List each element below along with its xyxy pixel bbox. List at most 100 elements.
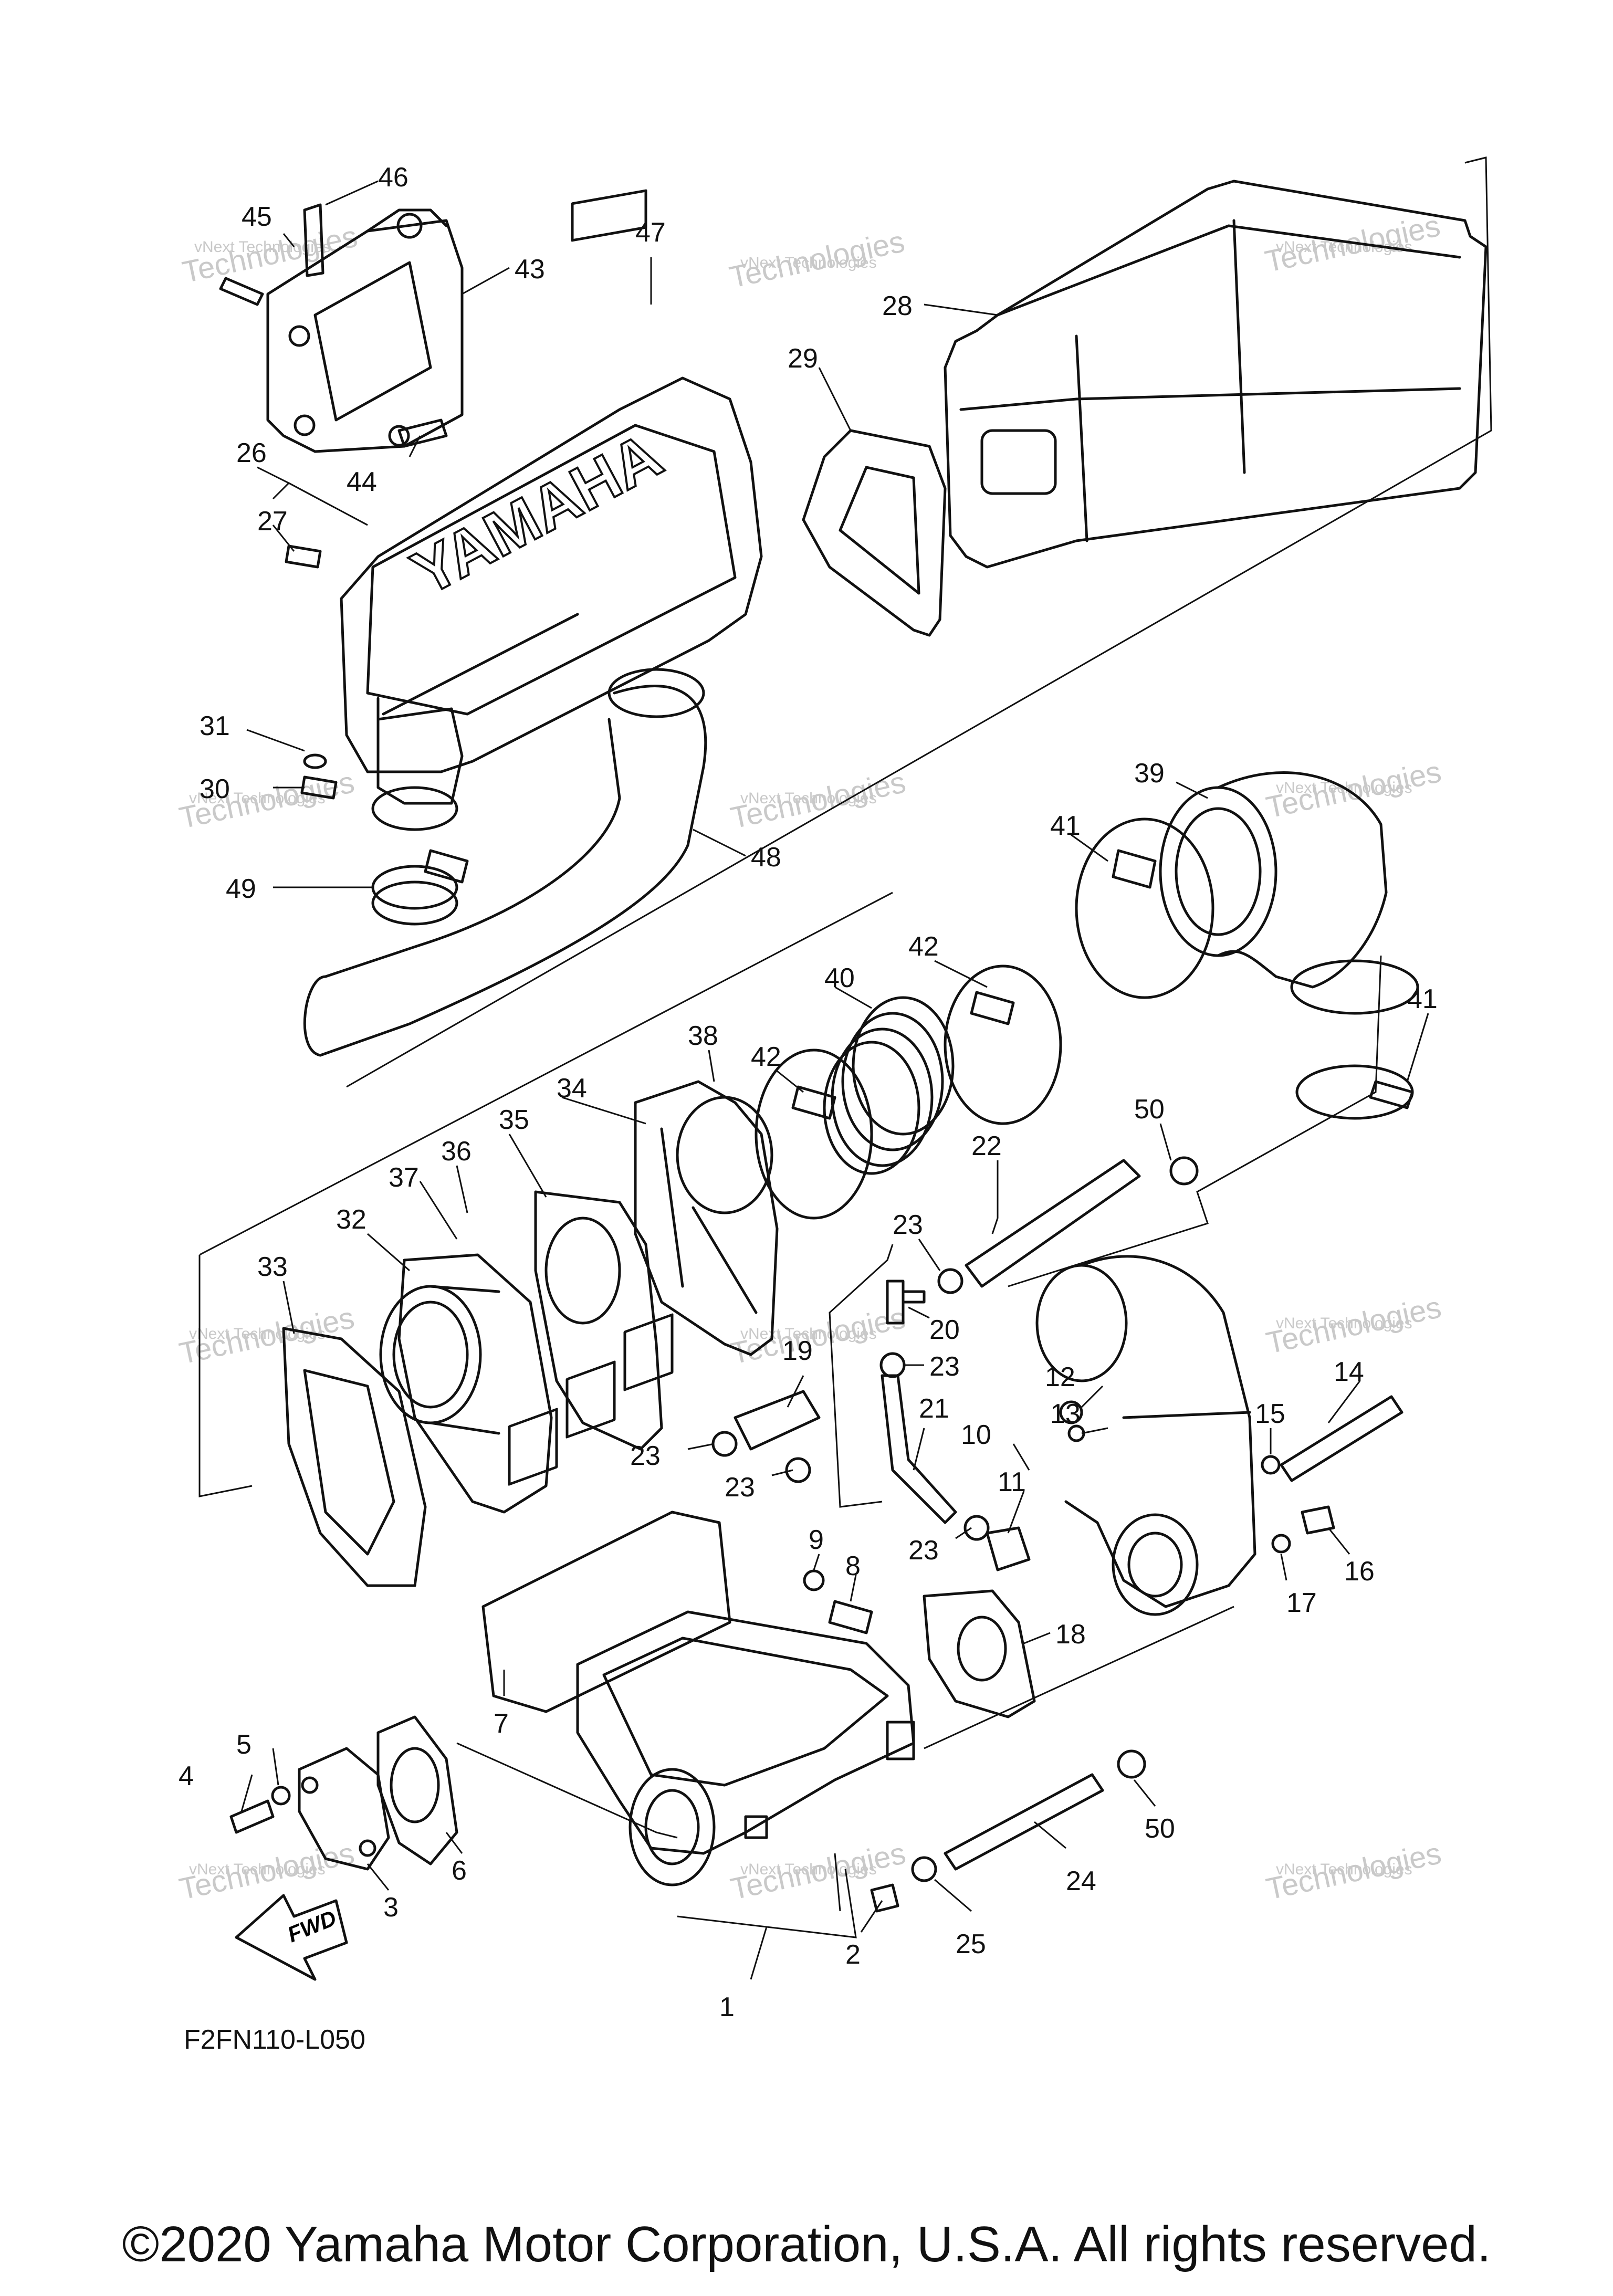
- part-2-bolt: [870, 1883, 899, 1913]
- watermark-big: Technologies: [1263, 754, 1444, 825]
- part-20-fitting: [886, 1280, 926, 1325]
- callout-10: 10: [961, 1420, 991, 1450]
- part-1-exhaust-manifold: [576, 1610, 915, 1886]
- part-23-clamp: [785, 1457, 811, 1483]
- callout-8: 8: [845, 1551, 861, 1581]
- part-5-washer: [271, 1786, 291, 1806]
- watermark-small: vNext Technologies: [740, 254, 877, 271]
- watermark-small: vNext Technologies: [189, 1325, 326, 1343]
- watermark-big: Technologies: [728, 1836, 909, 1906]
- part-33-gasket: [282, 1327, 427, 1587]
- part-11-fitting: [986, 1526, 1031, 1571]
- callout-1: 1: [719, 1992, 735, 2022]
- callout-32: 32: [336, 1204, 366, 1235]
- callout-27: 27: [257, 506, 288, 537]
- part-42-clamp-screw: [970, 991, 1015, 1025]
- part-18-gasket: [923, 1589, 1036, 1718]
- exhaust-elbow: [1035, 1255, 1256, 1616]
- part-49-clamp: [371, 849, 469, 926]
- part-41-clamp-screw: [1369, 1080, 1414, 1109]
- watermark-big: Technologies: [727, 224, 908, 295]
- callout-37: 37: [389, 1162, 419, 1193]
- watermark-big: Technologies: [728, 765, 909, 835]
- callout-12: 12: [1045, 1362, 1075, 1392]
- watermark-small: vNext Technologies: [1276, 1315, 1412, 1332]
- callout-30: 30: [200, 774, 230, 804]
- callout-19: 19: [782, 1336, 813, 1366]
- part-29-gasket: [802, 429, 947, 637]
- part-43-bracket: [266, 208, 464, 453]
- part-17-washer: [1271, 1534, 1291, 1554]
- callout-14: 14: [1334, 1357, 1364, 1387]
- callout-33: 33: [257, 1252, 288, 1282]
- watermark-layer: vNext Technologies Technologies vNext Te…: [176, 208, 1444, 1906]
- part-32-flange: [379, 1253, 553, 1514]
- callout-6: 6: [452, 1855, 467, 1886]
- callout-50: 50: [1134, 1094, 1165, 1125]
- callout-20: 20: [929, 1315, 960, 1345]
- watermark-small: vNext Technologies: [189, 1861, 326, 1878]
- callout-45: 45: [242, 202, 272, 232]
- callout-26: 26: [236, 438, 267, 468]
- part-9-washer: [803, 1569, 825, 1591]
- callout-29: 29: [788, 343, 818, 374]
- callout-40: 40: [824, 963, 855, 993]
- callout-23b: 23: [929, 1351, 960, 1382]
- callout-25: 25: [956, 1929, 986, 1959]
- part-28-air-box: [944, 180, 1488, 569]
- part-42-clamp: [944, 964, 1062, 1125]
- callout-39: 39: [1134, 758, 1165, 789]
- part-40-bellows: [823, 996, 955, 1175]
- callout-17: 17: [1286, 1588, 1317, 1618]
- callout-38: 38: [688, 1021, 718, 1051]
- callout-46: 46: [378, 162, 409, 193]
- part-7-gasket: [481, 1313, 731, 1713]
- watermark-big: Technologies: [176, 1836, 358, 1906]
- part-48-hose: [303, 668, 707, 1057]
- watermark: vNext Technologies Technologies: [1263, 1290, 1444, 1360]
- part-23-clamp: [963, 1515, 990, 1541]
- callout-3: 3: [383, 1892, 399, 1923]
- part-50-clamp: [1169, 1156, 1199, 1186]
- brand-yamaha-text: YAMAHA: [401, 420, 673, 609]
- part-15-washer: [1261, 1455, 1281, 1475]
- callout-41: 41: [1050, 811, 1081, 841]
- part-4-bolt: [229, 1799, 275, 1834]
- part-22-pipe: [965, 1159, 1141, 1288]
- part-50-clamp: [1117, 1749, 1146, 1779]
- part-23-clamp: [937, 1268, 963, 1294]
- watermark-small: vNext Technologies: [740, 1861, 877, 1878]
- callout-48: 48: [751, 842, 781, 873]
- diagram-code: F2FN110-L050: [184, 2025, 365, 2055]
- copyright-footer: ©2020 Yamaha Motor Corporation, U.S.A. A…: [122, 2216, 1491, 2272]
- part-23-clamp: [879, 1352, 906, 1378]
- callout-numbers: 46 45 43 47 28 29 26 44 27 31 30 49 48 3…: [179, 162, 1438, 2022]
- callout-49: 49: [226, 874, 256, 904]
- watermark: vNext Technologies Technologies: [1263, 754, 1444, 825]
- callout-13: 13: [1050, 1399, 1081, 1429]
- callout-24: 24: [1066, 1866, 1096, 1896]
- callout-23e: 23: [908, 1535, 939, 1566]
- callout-15: 15: [1255, 1399, 1285, 1429]
- guide-lines: [198, 156, 1492, 1912]
- part-3-cover: [298, 1747, 390, 1871]
- callout-23c: 23: [630, 1441, 661, 1471]
- callout-23: 23: [893, 1210, 923, 1240]
- part-16-bolt: [1301, 1505, 1335, 1535]
- watermark: vNext Technologies Technologies: [176, 1836, 358, 1906]
- bolts-top: [219, 203, 448, 800]
- part-25-clamp: [911, 1856, 937, 1882]
- watermark-small: vNext Technologies: [740, 1325, 877, 1343]
- callout-47: 47: [635, 217, 666, 248]
- callout-5: 5: [236, 1729, 252, 1760]
- callout-35: 35: [499, 1105, 529, 1135]
- callout-43: 43: [515, 254, 545, 285]
- callout-50b: 50: [1145, 1813, 1175, 1844]
- part-24-pipe: [944, 1773, 1104, 1871]
- watermark-small: vNext Technologies: [194, 238, 331, 256]
- part-34-housing: [634, 1080, 779, 1356]
- leader-lines: [240, 180, 1429, 1980]
- callout-22: 22: [971, 1131, 1002, 1161]
- fwd-arrow-icon: FWD: [235, 1894, 348, 1981]
